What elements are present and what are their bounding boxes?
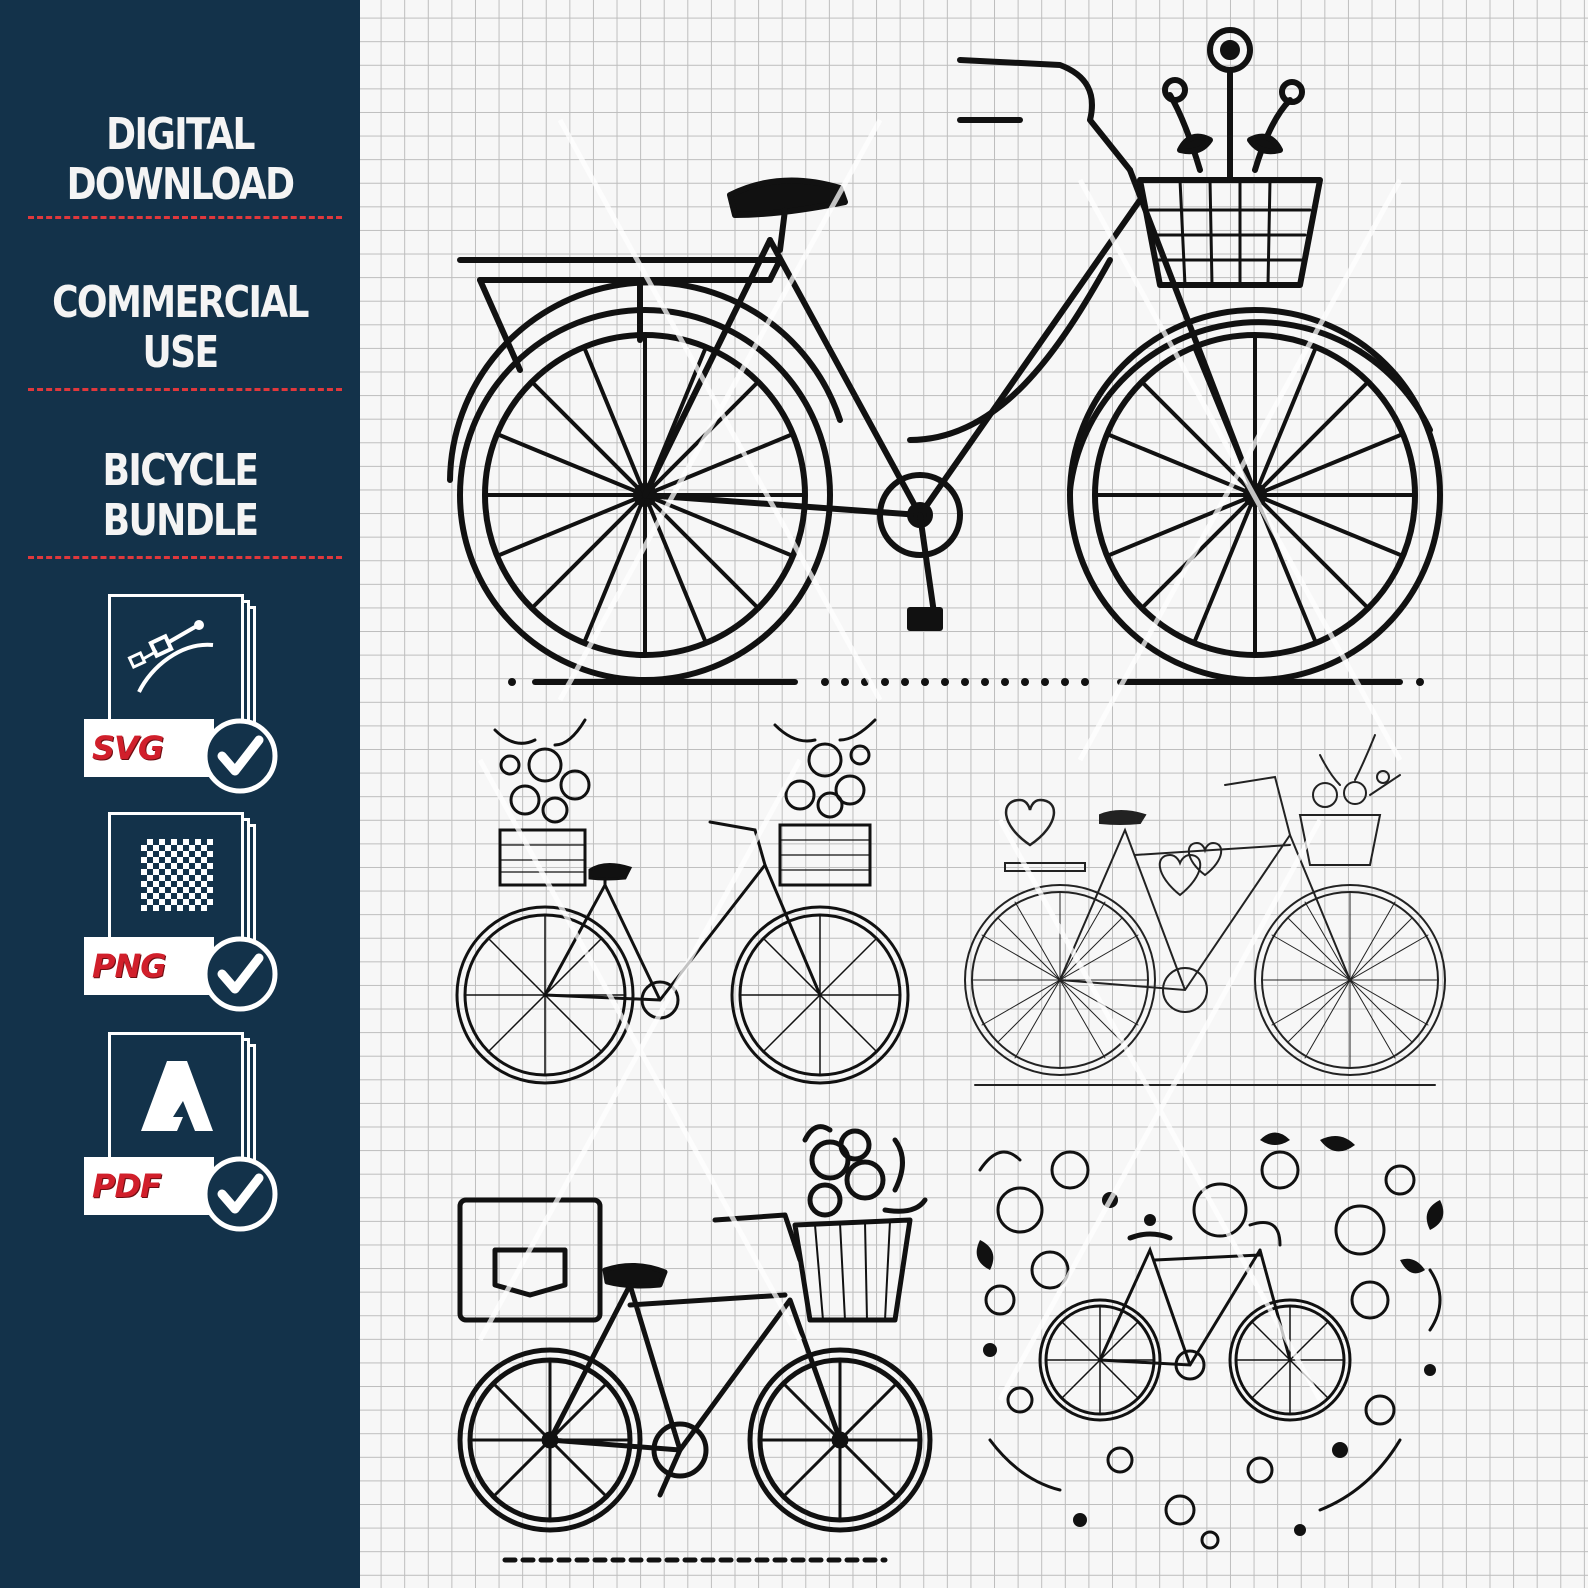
bicycle-with-bag-and-flower-basket [457, 1124, 933, 1563]
heading-line: DOWNLOAD [66, 159, 295, 210]
vector-pen-icon [127, 620, 214, 693]
bicycle-with-front-basket-and-rear-rack [447, 27, 1443, 686]
check-circle-icon [202, 718, 278, 794]
adobe-acrobat-icon [141, 1061, 213, 1131]
heading-digital-download: DIGITAL DOWNLOAD [32, 110, 327, 210]
floral-heart-with-bicycle [976, 1132, 1444, 1550]
bicycle-with-hearts-and-flower-basket [964, 734, 1446, 1086]
heading-line: BICYCLE [102, 445, 260, 496]
format-label-svg: SVG [84, 719, 214, 777]
heading-commercial-use: COMMERCIAL USE [32, 278, 327, 378]
divider [28, 388, 342, 391]
bicycle-with-two-flower-baskets [455, 718, 910, 1085]
format-label-pdf: PDF [84, 1157, 214, 1215]
heading-bicycle-bundle: BICYCLE BUNDLE [32, 446, 327, 546]
format-svg: SVG [84, 594, 294, 814]
watermark-pattern [477, 118, 1403, 1402]
divider [28, 216, 342, 219]
heading-line: USE [142, 327, 219, 378]
transparency-checker-icon [141, 839, 213, 911]
check-circle-icon [202, 936, 278, 1012]
heading-line: COMMERCIAL [52, 277, 309, 328]
format-png: PNG [84, 812, 294, 1032]
check-circle-icon [202, 1156, 278, 1232]
divider [28, 556, 342, 559]
format-label-png: PNG [84, 937, 214, 995]
format-pdf: PDF [84, 1032, 294, 1252]
sidebar: DIGITAL DOWNLOAD COMMERCIAL USE BICYCLE … [0, 0, 360, 1588]
heading-line: DIGITAL [106, 109, 255, 160]
heading-line: BUNDLE [102, 495, 259, 546]
